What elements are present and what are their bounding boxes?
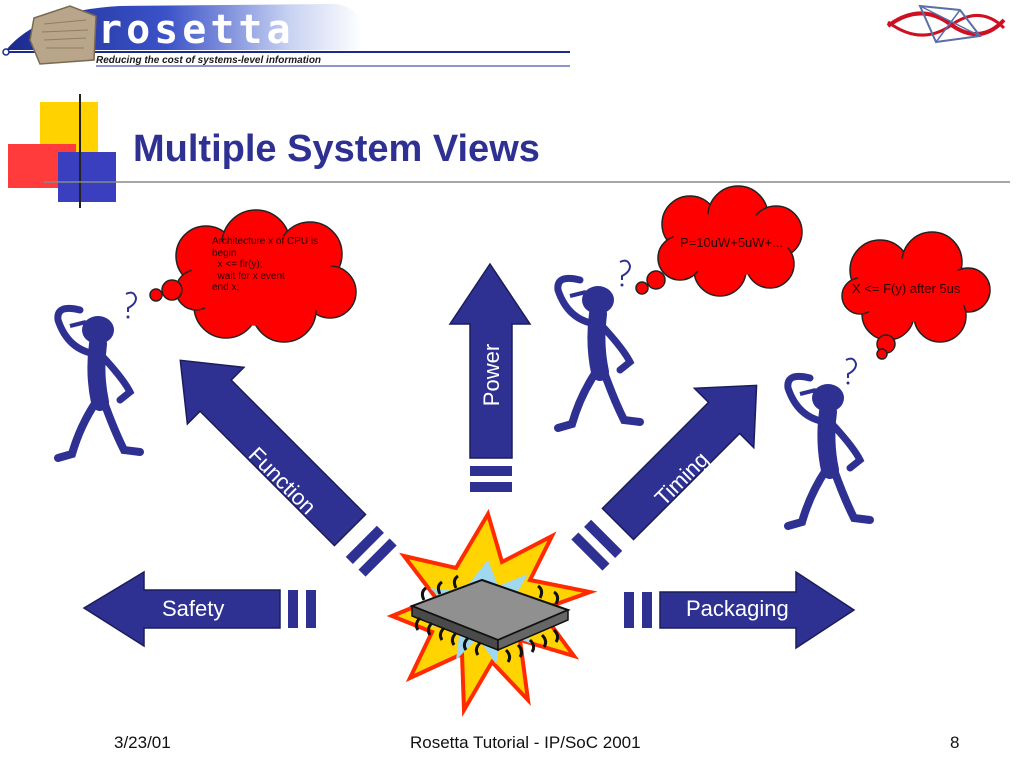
power-label: Power (479, 343, 504, 407)
thinking-figure-right (788, 376, 870, 526)
packaging-arrow (624, 570, 856, 650)
thought-cloud-function (149, 209, 357, 343)
function-code-text: Architecture x of CPU is begin x <= fir(… (212, 236, 319, 293)
power-equation-text: P=10uW+5uW+... (680, 235, 783, 250)
safety-label: Safety (162, 596, 225, 621)
function-arrow (179, 359, 397, 577)
power-arrow (448, 262, 532, 492)
slide-title: Multiple System Views (133, 128, 540, 170)
thinking-figure-left (58, 308, 140, 458)
thought-cloud-timing (841, 231, 991, 360)
page-number: 8 (950, 733, 960, 752)
footer-title: Rosetta Tutorial - IP/SoC 2001 (410, 733, 641, 752)
footer-date: 3/23/01 (114, 733, 171, 752)
rosetta-stone-icon (29, 5, 97, 65)
microchip-icon (409, 574, 571, 663)
timing-equation-text: X <= F(y) after 5us (852, 281, 961, 296)
title-decoration (8, 94, 1010, 208)
packaging-label: Packaging (686, 596, 789, 621)
thought-cloud-power (635, 185, 803, 297)
logo-text: rosetta (98, 7, 295, 53)
logo-tagline: Reducing the cost of systems-level infor… (96, 55, 322, 66)
header-banner (2, 4, 570, 67)
safety-arrow (82, 570, 316, 648)
timing-arrow (571, 384, 758, 571)
thinking-figure-middle (558, 278, 640, 428)
conference-logo-icon (886, 4, 1006, 44)
